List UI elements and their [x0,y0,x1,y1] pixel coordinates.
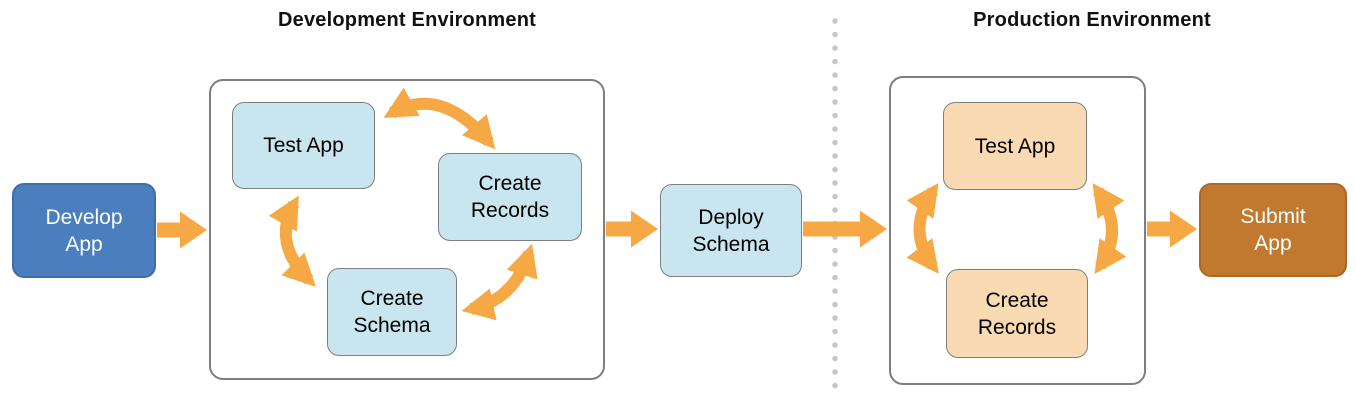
arrow-prod-to-submit [1147,210,1197,248]
arrow-dev-to-deploy [606,210,658,248]
deploy-schema-node: Deploy Schema [660,184,802,277]
create-schema-dev-node: Create Schema [327,268,457,356]
arrow-develop-to-dev [157,211,207,249]
submit-app-node: Submit App [1199,183,1347,277]
create-records-prod-node: Create Records [946,269,1088,358]
test-app-dev-node: Test App [232,102,375,189]
arrow-deploy-to-prod [803,210,887,248]
create-records-dev-node: Create Records [438,153,582,241]
production-environment-title: Production Environment [973,9,1211,31]
test-app-prod-node: Test App [943,102,1087,190]
develop-app-node: Develop App [12,183,156,278]
development-environment-title: Development Environment [278,9,536,31]
